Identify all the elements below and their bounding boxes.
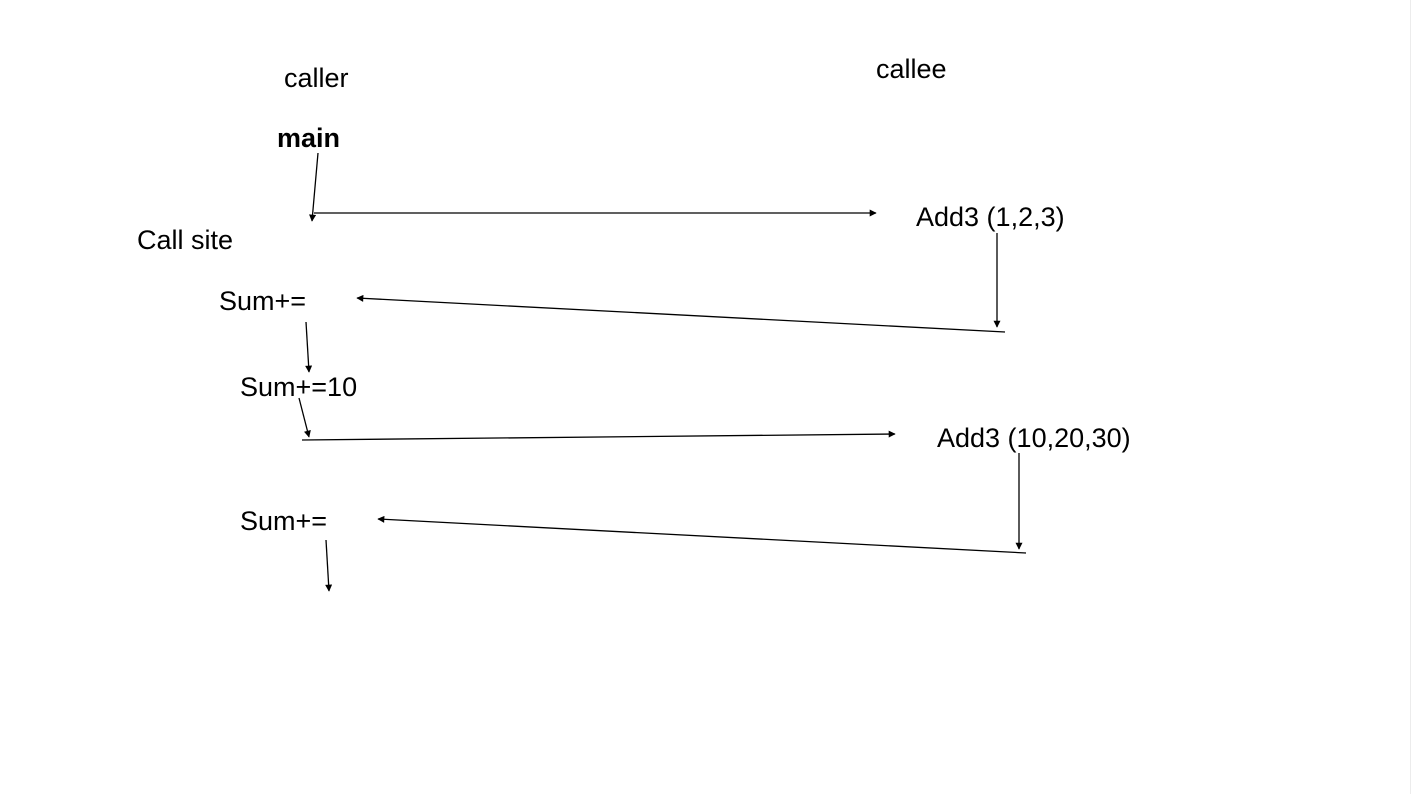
sum-return-label-2: Sum+=	[240, 506, 328, 536]
main-to-callsite-arrow	[309, 152, 319, 222]
sum-return-label-1: Sum+=	[219, 286, 307, 316]
add3-call-2-label: Add3 (10,20,30)	[937, 423, 1131, 453]
add3-2-return-arrow	[377, 515, 1027, 554]
main-label: main	[277, 123, 341, 153]
sum-value-label: Sum+=10	[240, 372, 358, 402]
add3-1-return-arrow	[356, 294, 1006, 333]
call-to-add3-2-arrow	[301, 430, 896, 441]
sum10-down-arrow	[298, 397, 311, 438]
right-edge-divider	[1410, 0, 1411, 794]
callee-heading: callee	[876, 54, 947, 84]
add3-call-1-label: Add3 (1,2,3)	[916, 202, 1065, 232]
call-site-label: Call site	[137, 225, 234, 255]
final-down-arrow	[325, 539, 333, 592]
sum-to-sum10-arrow	[305, 321, 313, 373]
caller-heading: caller	[284, 63, 349, 93]
